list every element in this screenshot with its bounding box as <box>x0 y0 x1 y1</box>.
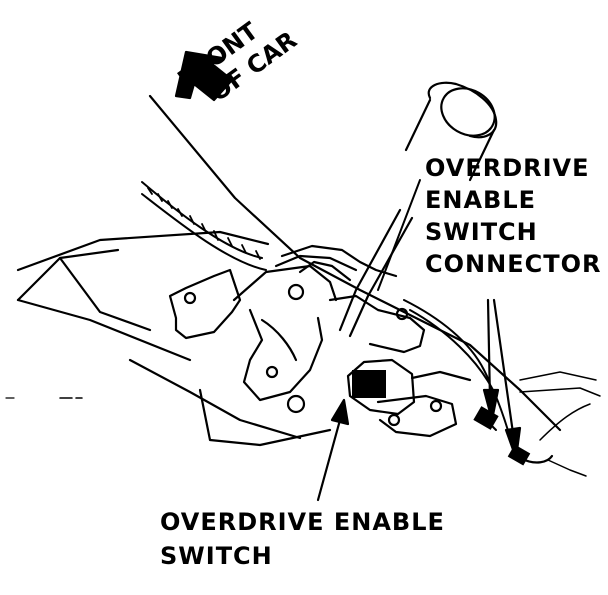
connector-label-line4: CONNECTOR <box>425 250 602 278</box>
connector-label-line1: OVERDRIVE <box>425 154 590 182</box>
cable-band <box>141 181 263 259</box>
switch-label-line2: SWITCH <box>160 542 273 570</box>
connector-leader-line <box>377 179 421 291</box>
connector-icon <box>473 406 499 430</box>
front-arrow-icon <box>174 50 234 102</box>
bracket <box>168 268 242 340</box>
switch-body <box>346 358 416 416</box>
switch-label-line1: OVERDRIVE ENABLE <box>160 508 445 536</box>
switch-arrow <box>316 418 342 502</box>
connector-label-line2: ENABLE <box>425 186 537 214</box>
connector-arrow-1 <box>486 298 492 402</box>
console-outline <box>148 94 562 432</box>
shift-lever <box>427 81 498 139</box>
connector-arrow-2 <box>492 298 516 442</box>
connector-label-line3: SWITCH <box>425 218 538 246</box>
